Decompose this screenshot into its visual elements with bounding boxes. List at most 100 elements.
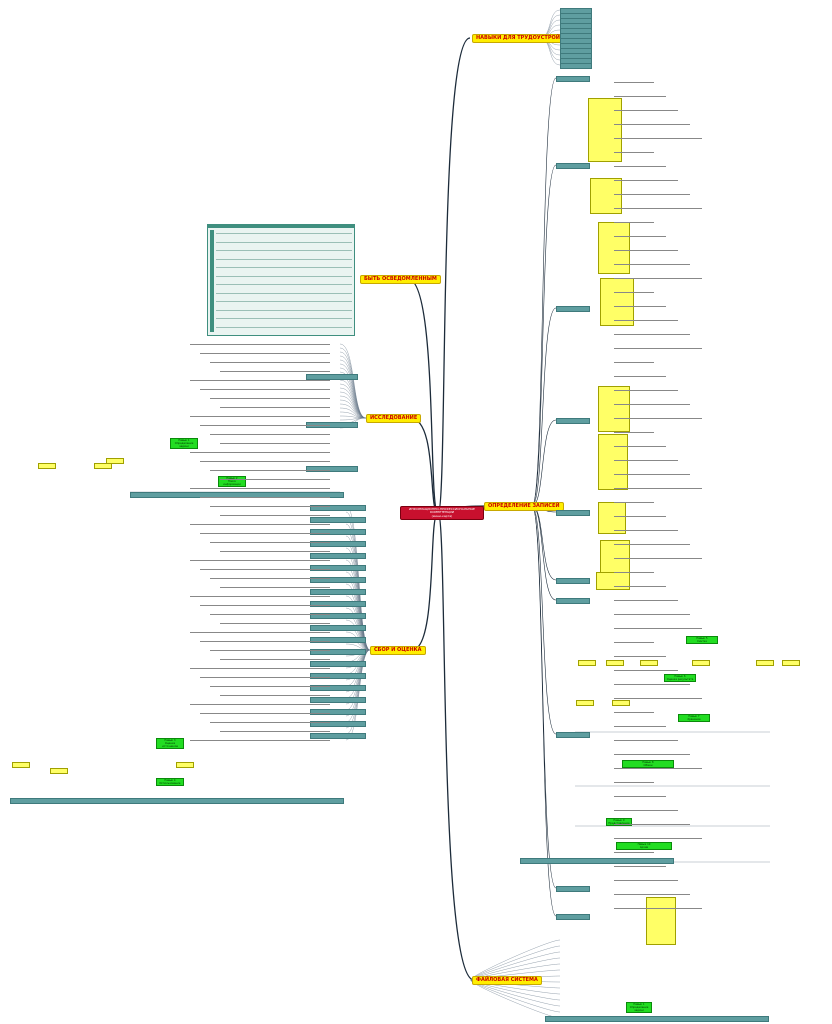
- records-link-9: [470, 979, 561, 995]
- central-topic[interactable]: ИНФОРМАЦИОННО-ПРОФЕССИОНАЛЬНЫЕ КОМПЕТЕНЦ…: [400, 506, 484, 521]
- topic-node-collect-17[interactable]: [310, 709, 366, 715]
- text-line-right-59: [614, 908, 702, 909]
- text-line-right-56: [614, 866, 666, 867]
- branch-be-informed[interactable]: БЫТЬ ОСВЕДОМЛЕННЫМ: [360, 275, 441, 284]
- note-cluster-4: [598, 386, 630, 432]
- topic-node-right-3[interactable]: [556, 418, 590, 424]
- text-line-left-8: [190, 416, 330, 417]
- topic-node-work-11[interactable]: [560, 63, 592, 69]
- note-cluster-0: [588, 98, 622, 162]
- text-line-right-21: [614, 376, 666, 377]
- topic-node-collect-14[interactable]: [310, 673, 366, 679]
- collect-link-11: [345, 571, 371, 651]
- topic-node-collect-13[interactable]: [310, 661, 366, 667]
- topic-node-right-0[interactable]: [556, 76, 590, 82]
- text-line-left-5: [200, 389, 330, 390]
- topic-node-research-0[interactable]: [306, 374, 358, 380]
- skills-table-row: [216, 284, 352, 285]
- skill-node-11-title: Навык 1: [633, 1003, 645, 1006]
- topic-node-right-1[interactable]: [556, 163, 590, 169]
- topic-node-collect-18[interactable]: [310, 721, 366, 727]
- topic-node-collect-8[interactable]: [310, 601, 366, 607]
- text-line-right-4: [614, 138, 702, 139]
- topic-node-collect-11[interactable]: [310, 637, 366, 643]
- topic-node-right-7[interactable]: [556, 732, 590, 738]
- text-line-left-28: [190, 596, 330, 597]
- topic-node-collect-10[interactable]: [310, 625, 366, 631]
- topic-node-collect-16[interactable]: [310, 697, 366, 703]
- topic-node-right-4[interactable]: [556, 510, 590, 516]
- text-line-right-35: [614, 572, 654, 573]
- topic-node-collect-1[interactable]: [310, 517, 366, 523]
- text-line-right-13: [614, 264, 690, 265]
- topic-node-collect-6[interactable]: [310, 577, 366, 583]
- note-small-13: [612, 700, 630, 706]
- branch-define-records[interactable]: ОПРЕДЕЛЕНИЕ ЗАПИСЕЙ: [484, 502, 564, 511]
- central-topic-line1: ИНФОРМАЦИОННО-ПРОФЕССИОНАЛЬНЫЕ: [409, 507, 475, 511]
- text-line-right-7: [614, 180, 678, 181]
- topic-node-collect-7[interactable]: [310, 589, 366, 595]
- topic-node-collect-0[interactable]: [310, 505, 366, 511]
- topic-node-collect-15[interactable]: [310, 685, 366, 691]
- text-line-left-10: [210, 434, 330, 435]
- text-line-right-3: [614, 124, 690, 125]
- topic-node-collect-5[interactable]: [310, 565, 366, 571]
- note-small-2: [106, 458, 124, 464]
- text-line-right-24: [614, 418, 702, 419]
- text-line-right-11: [614, 236, 666, 237]
- topic-node-right-5[interactable]: [556, 578, 590, 584]
- topic-node-right-6[interactable]: [556, 598, 590, 604]
- text-line-right-28: [614, 474, 690, 475]
- skill-node-9[interactable]: Навык 9Представление: [606, 818, 632, 826]
- topic-node-right-9[interactable]: [556, 914, 590, 920]
- topic-node-collect-12[interactable]: [310, 649, 366, 655]
- text-line-right-43: [614, 684, 690, 685]
- text-line-left-7: [220, 407, 330, 408]
- skill-node-2[interactable]: Навык 2Поиск информации: [218, 476, 246, 487]
- topic-node-collect-19[interactable]: [310, 733, 366, 739]
- text-line-left-33: [200, 641, 330, 642]
- text-line-left-27: [220, 587, 330, 588]
- skills-table-row: [216, 258, 352, 260]
- branch-research[interactable]: ИССЛЕДОВАНИЕ: [366, 414, 422, 423]
- branch-collect-evaluate[interactable]: СБОР И ОЦЕНКА: [370, 646, 426, 655]
- note-small-1: [94, 463, 112, 469]
- text-line-left-16: [190, 488, 330, 489]
- topic-bar-1[interactable]: [10, 798, 344, 804]
- topic-node-collect-3[interactable]: [310, 541, 366, 547]
- text-line-right-47: [614, 740, 678, 741]
- topic-bar-3[interactable]: [545, 1016, 769, 1022]
- text-line-right-40: [614, 642, 654, 643]
- skill-node-9-title: Навык 9: [613, 819, 625, 822]
- text-line-right-45: [614, 712, 654, 713]
- skill-node-3-title: Навык 3: [164, 739, 176, 742]
- sub-branch-right-7: [531, 505, 557, 735]
- text-line-right-33: [614, 544, 690, 545]
- text-line-left-6: [210, 398, 330, 399]
- skill-node-10-sub: Архив: [639, 846, 649, 849]
- topic-node-collect-2[interactable]: [310, 529, 366, 535]
- topic-node-collect-4[interactable]: [310, 553, 366, 559]
- text-line-left-9: [200, 425, 330, 426]
- topic-node-right-8[interactable]: [556, 886, 590, 892]
- topic-bar-2[interactable]: [520, 858, 674, 864]
- note-small-6: [578, 660, 596, 666]
- sub-branch-right-2: [531, 307, 557, 507]
- records-link-11: [470, 979, 561, 1007]
- topic-node-research-2[interactable]: [306, 466, 358, 472]
- topic-node-collect-9[interactable]: [310, 613, 366, 619]
- skill-node-1-title: Навык 1: [178, 439, 190, 442]
- text-line-right-20: [614, 362, 654, 363]
- branch-records-system[interactable]: ФАЙЛОВАЯ СИСТЕМА: [472, 976, 542, 985]
- topic-node-right-2[interactable]: [556, 306, 590, 312]
- text-line-left-31: [220, 623, 330, 624]
